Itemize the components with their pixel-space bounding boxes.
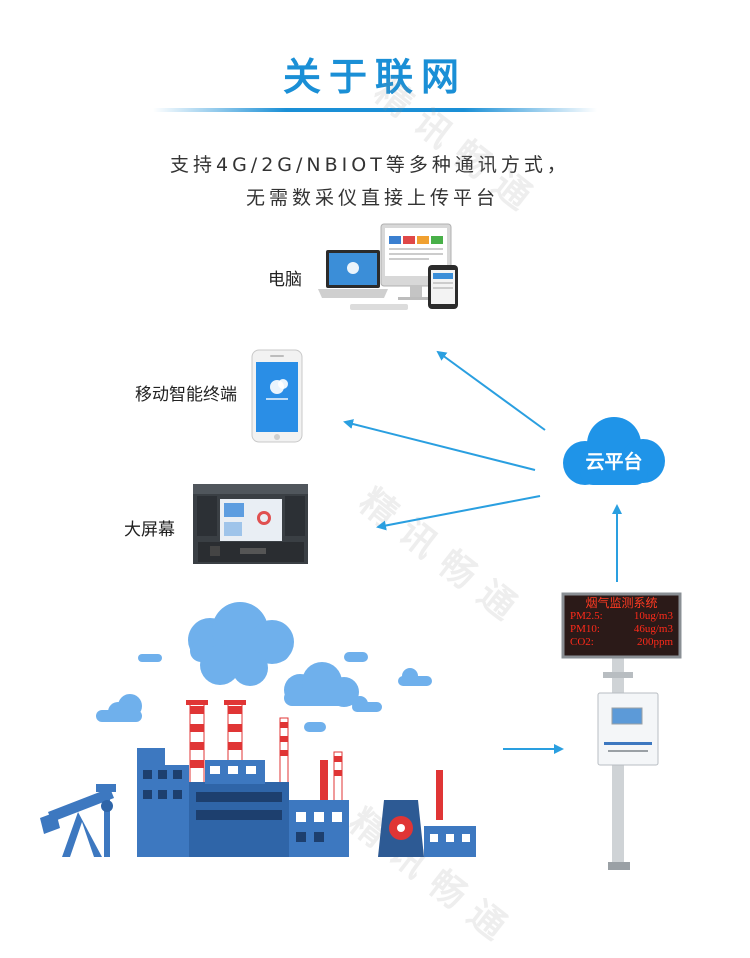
led-row-value: 46ug/m3 — [633, 623, 673, 635]
description-line-2: 无需数采仪直接上传平台 — [246, 187, 500, 209]
led-row-pm25: PM2.5: 10ug/m3 — [566, 610, 677, 623]
big-screen-icon — [193, 484, 308, 564]
mobile-label: 移动智能终端 — [135, 385, 237, 405]
arrow-to-screen — [376, 495, 541, 531]
led-title: 烟气监测系统 — [585, 596, 658, 610]
title-underline — [153, 108, 597, 112]
arrow-to-mobile — [343, 419, 536, 471]
led-text-block: 烟气监测系统 PM2.5: 10ug/m3 PM10: 46ug/m3 CO2:… — [566, 597, 677, 655]
monitoring-device — [561, 592, 682, 870]
led-row-value: 200ppm — [636, 636, 673, 648]
led-row-value: 10ug/m3 — [633, 610, 673, 622]
factory-buildings — [137, 748, 476, 857]
led-row-label: PM10: — [570, 623, 600, 635]
cloud-platform-label: 云平台 — [585, 450, 642, 473]
led-row-co2: CO2: 200ppm — [566, 636, 677, 649]
led-row-pm10: PM10: 46ug/m3 — [566, 623, 677, 636]
factory-illustration — [40, 602, 476, 857]
smoke-clouds — [96, 602, 432, 732]
description-line-1: 支持4G/2G/NBIOT等多种通讯方式， — [170, 154, 570, 176]
led-row-label: PM2.5: — [570, 610, 603, 622]
led-display — [561, 592, 682, 659]
pc-label: 电脑 — [268, 270, 302, 290]
big-screen-label: 大屏幕 — [124, 520, 175, 540]
smartphone-icon — [251, 349, 303, 443]
arrows — [343, 350, 622, 754]
page-title: 关于联网 — [282, 55, 467, 99]
factory-stacks — [186, 700, 443, 820]
oil-pump-jack-icon — [40, 784, 116, 857]
led-row-label: CO2: — [570, 636, 594, 648]
cloud-platform-icon: 云平台 — [563, 417, 665, 485]
analyzer-cabinet — [597, 692, 659, 766]
arrow-to-pc — [436, 350, 546, 431]
computer-devices-icon — [318, 223, 458, 310]
network-diagram: 云平台 — [40, 223, 682, 870]
